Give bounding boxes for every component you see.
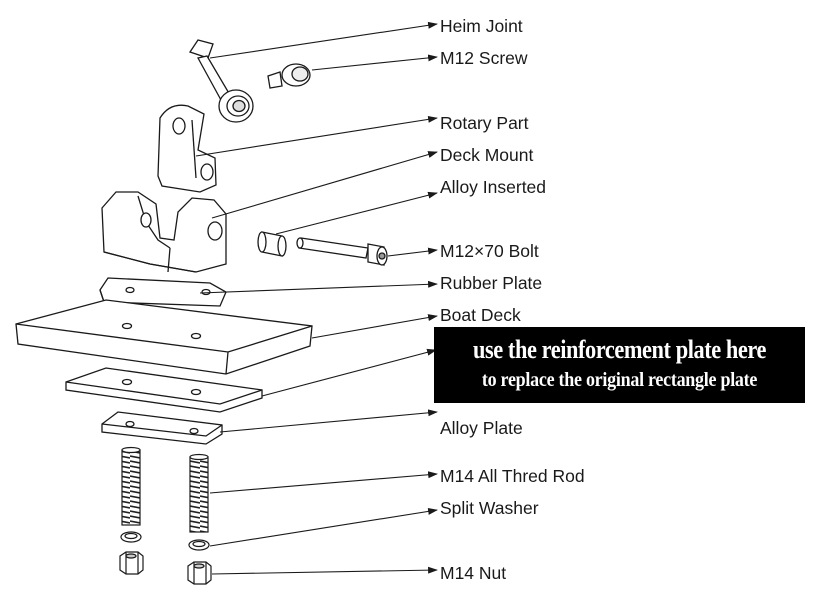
leader-alloy-plate xyxy=(219,409,438,433)
rotary-part xyxy=(157,104,217,193)
alloy-plate-part xyxy=(101,411,223,445)
m14-nut-right xyxy=(187,561,212,585)
label-split-washer: Split Washer xyxy=(440,498,539,518)
leader-m12-screw xyxy=(311,54,438,71)
leader-m14-nut xyxy=(211,566,438,575)
rubber-plate-part xyxy=(99,277,227,307)
split-washer-right xyxy=(188,539,210,551)
m14-rod-left xyxy=(121,446,141,526)
split-washer-left xyxy=(120,531,142,543)
leader-rotary-part xyxy=(195,115,438,157)
leader-rubber-plate xyxy=(199,280,438,294)
label-rotary-part: Rotary Part xyxy=(440,113,529,133)
leader-alloy-inserted xyxy=(275,191,438,235)
reinforcement-note-banner: use the reinforcement plate here to repl… xyxy=(434,327,805,403)
label-deck-mount: Deck Mount xyxy=(440,145,534,165)
heim-joint-part xyxy=(188,39,254,123)
leader-m14-rod xyxy=(209,471,438,494)
label-m14-nut: M14 Nut xyxy=(440,563,507,583)
m14-rod-right xyxy=(189,453,209,533)
m12-screw-part xyxy=(267,63,311,89)
m14-nut-left xyxy=(119,551,144,575)
alloy-inserted-part xyxy=(257,231,287,257)
label-m12x70-bolt: M12×70 Bolt xyxy=(440,241,539,261)
banner-line-1: use the reinforcement plate here xyxy=(473,335,766,364)
leader-m12x70-bolt xyxy=(387,247,438,257)
leader-boat-deck xyxy=(311,314,438,339)
label-m12-screw: M12 Screw xyxy=(440,48,528,68)
leader-deck-mount xyxy=(211,151,438,219)
label-heim-joint: Heim Joint xyxy=(440,16,523,36)
leader-lines xyxy=(195,21,438,575)
label-m14-rod: M14 All Thred Rod xyxy=(440,466,585,486)
boat-deck-part xyxy=(15,299,313,375)
leader-heim-joint xyxy=(209,21,438,59)
banner-line-2: to replace the original rectangle plate xyxy=(481,369,758,391)
label-alloy-plate: Alloy Plate xyxy=(440,418,523,438)
label-boat-deck: Boat Deck xyxy=(440,305,521,325)
m12x70-bolt-part xyxy=(296,237,388,266)
label-rubber-plate: Rubber Plate xyxy=(440,273,543,293)
label-alloy-inserted: Alloy Inserted xyxy=(440,177,547,197)
leader-reinforcement xyxy=(261,348,437,397)
reinforcement-plate-part xyxy=(65,367,263,413)
deck-mount-part xyxy=(101,191,227,273)
leader-split-washer xyxy=(209,507,438,547)
